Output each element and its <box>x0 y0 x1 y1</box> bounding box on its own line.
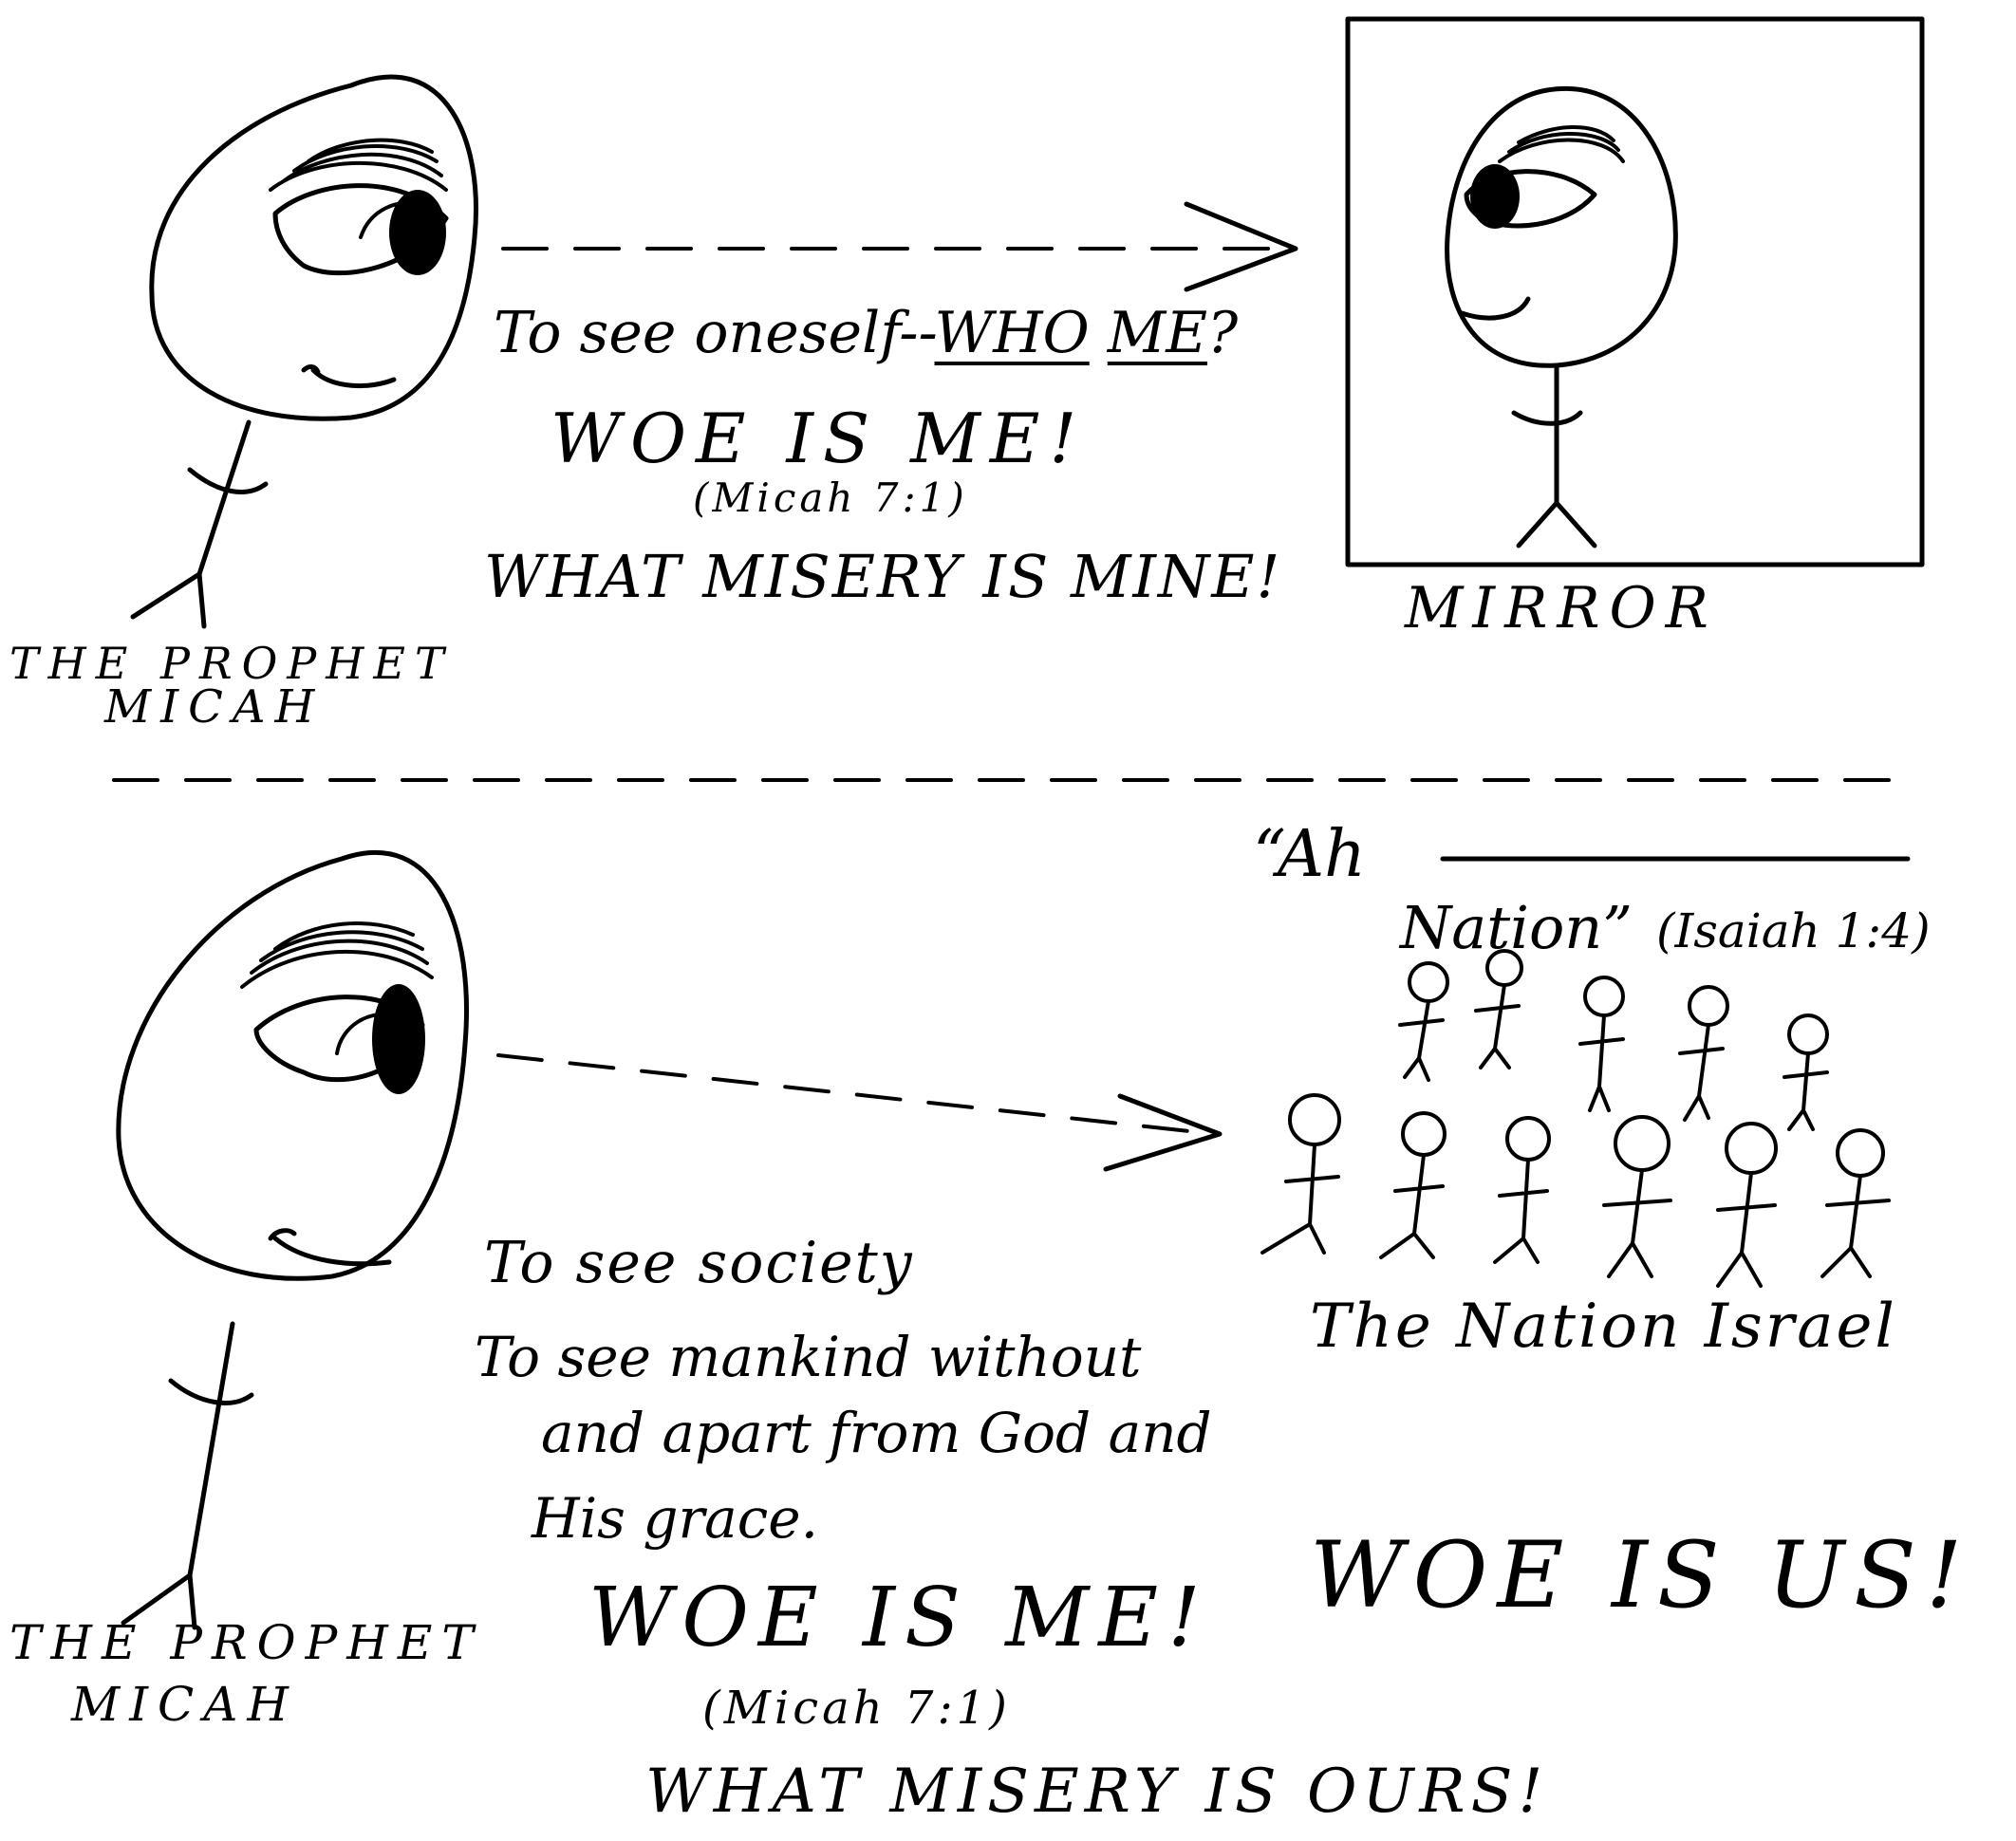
top-caption: To see oneself--WHO ME? <box>494 304 1238 363</box>
caption-question: ? <box>1207 300 1239 366</box>
stick-figure <box>1783 1013 1829 1131</box>
top-misery: WHAT MISERY IS MINE! <box>484 542 1282 611</box>
bottom-caption-line4: His grace. <box>532 1486 819 1551</box>
stick-figure <box>1260 1093 1341 1255</box>
stick-figure <box>1716 1122 1778 1288</box>
stick-figure <box>1379 1111 1447 1259</box>
stick-figure <box>1678 985 1729 1122</box>
prophet-label-bottom-line2: MICAH <box>71 1677 298 1732</box>
quote-reference: (Isaiah 1:4) <box>1656 903 1931 958</box>
quote-ah: “Ah <box>1253 817 1366 892</box>
bottom-woe-us: WOE IS US! <box>1310 1522 1972 1628</box>
stick-figure <box>1398 961 1449 1082</box>
prophet-label-top-line2: MICAH <box>104 680 325 734</box>
stick-figure <box>1820 1128 1891 1278</box>
caption-prefix: To see oneself-- <box>494 300 935 366</box>
prophet-figure-bottom <box>116 850 469 1630</box>
top-woe: WOE IS ME! <box>551 399 1087 478</box>
stick-figure <box>1602 1115 1672 1278</box>
mirror-label: MIRROR <box>1405 575 1718 642</box>
prophet-figure-top <box>130 74 478 629</box>
stick-figure <box>1474 949 1523 1069</box>
reflection-figure <box>1445 85 1678 549</box>
mirror-frame <box>1345 16 1925 567</box>
bottom-caption-line3: and apart from God and <box>541 1401 1212 1465</box>
bottom-reference: (Micah 7:1) <box>702 1682 1011 1735</box>
quote-nation: Nation” <box>1400 893 1633 962</box>
prophet-label-top-line1: THE PROPHET <box>9 638 454 689</box>
top-reference: (Micah 7:1) <box>693 474 968 521</box>
bottom-woe-me: WOE IS ME! <box>588 1571 1210 1665</box>
bottom-caption-line1: To see society <box>484 1230 914 1296</box>
crowd-label: The Nation Israel <box>1310 1292 1897 1362</box>
arrow-top <box>501 201 1298 292</box>
bottom-misery: WHAT MISERY IS OURS! <box>645 1757 1549 1827</box>
prophet-label-bottom-line1: THE PROPHET <box>9 1615 483 1670</box>
stick-figure <box>1578 976 1625 1112</box>
bottom-caption-line2: To see mankind without <box>475 1325 1142 1389</box>
arrow-bottom <box>496 1053 1223 1172</box>
caption-who: WHO <box>934 300 1090 366</box>
stick-figure-crowd <box>1260 949 1891 1288</box>
stick-figure <box>1493 1116 1551 1264</box>
caption-me: ME <box>1107 300 1208 366</box>
